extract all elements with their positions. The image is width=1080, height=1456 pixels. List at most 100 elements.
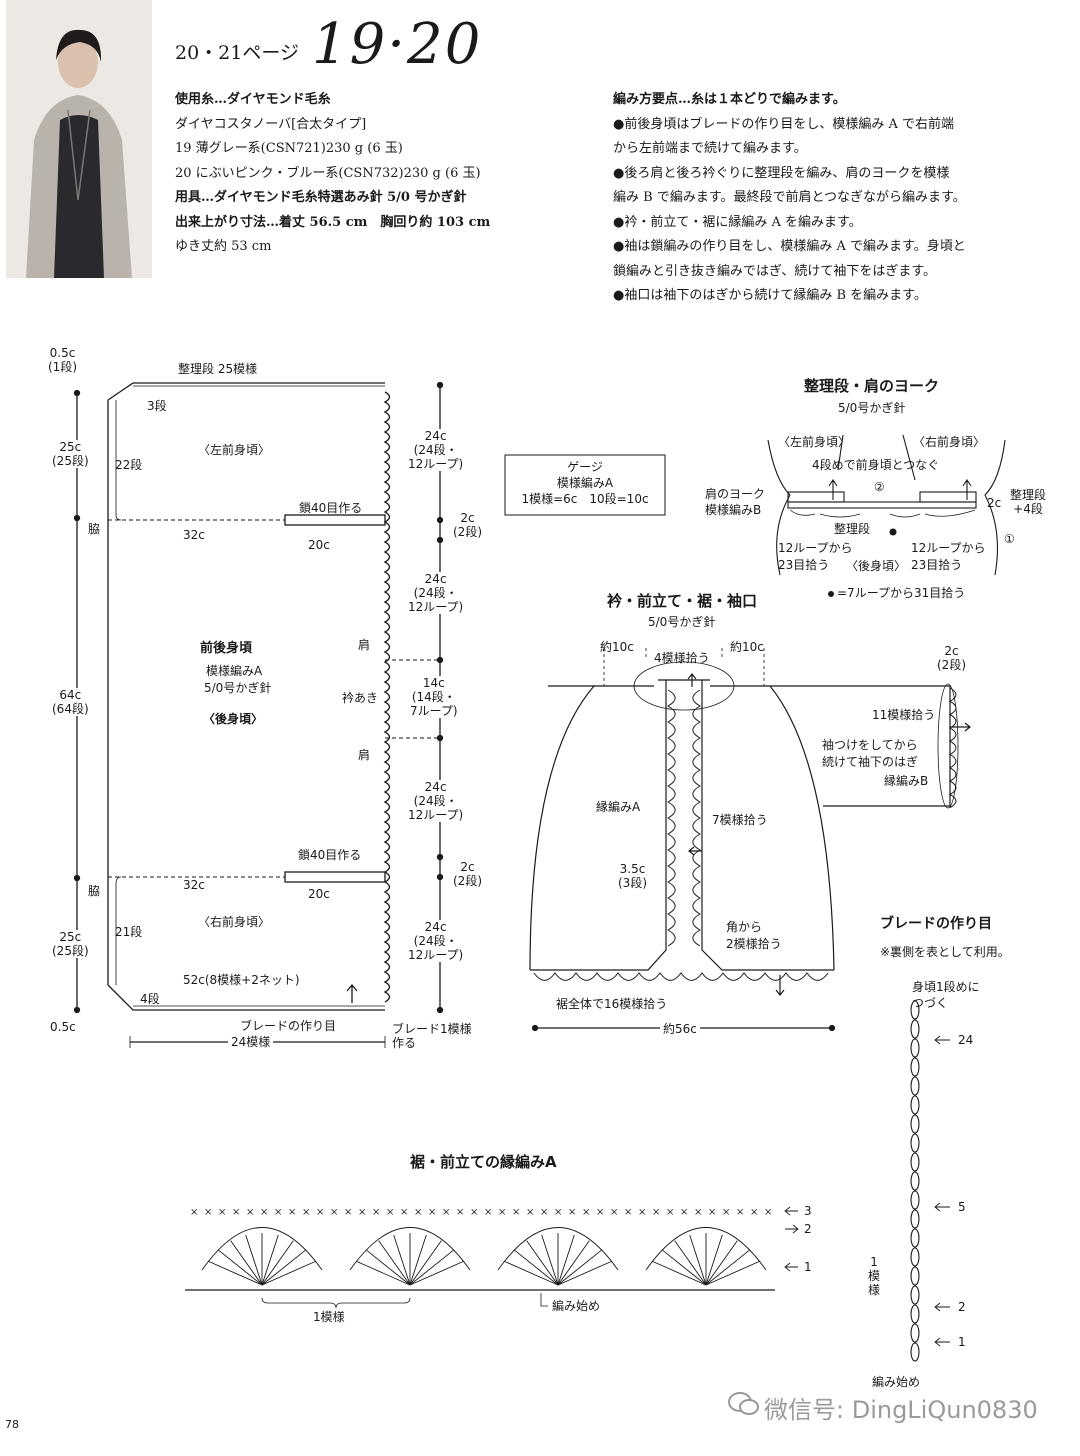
chart-stitch-x: × [484, 1207, 492, 1218]
chart-stitch [705, 1260, 760, 1286]
yoke-label: ② [874, 480, 885, 494]
model-photo [6, 0, 152, 278]
body-label: 脇 [88, 884, 101, 898]
chart-stitch-x: × [512, 1207, 520, 1218]
instruction-line: ●袖は鎖編みの作り目をし、模様編み A で編みます。身頃と [613, 239, 966, 254]
chart-stitch [705, 1234, 723, 1286]
chart-stitch-x: × [218, 1207, 226, 1218]
chart-stitch-x: × [386, 1207, 394, 1218]
braid-stitch [910, 1228, 920, 1248]
edging-label: 5/0号かぎ針 [648, 615, 716, 629]
braid-stitch [910, 1190, 920, 1210]
body-title: 前後身頃 [200, 641, 253, 656]
instruction-line: ●前後身頃はブレードの作り目をし、模様編み A で右前端 [613, 116, 954, 132]
instruction-line: ●袖口は袖下のはぎから続けて縁編み B を編みます。 [613, 288, 927, 303]
braid-stitch [910, 1209, 920, 1229]
chart-stitch-x: × [526, 1207, 534, 1218]
chart-stitch [557, 1234, 575, 1286]
edging-label: 4模様拾う [654, 651, 710, 665]
body-label: 32c [183, 528, 205, 542]
chart-stitch-x: × [288, 1207, 296, 1218]
chart-title: 裾・前立ての縁編みA [410, 1153, 557, 1171]
body-label: 32c [183, 878, 205, 892]
body-label: 4段 [140, 992, 160, 1006]
braid-title: ブレードの作り目 [880, 916, 992, 932]
row-dim: 2c(2段) [453, 511, 482, 539]
chart-stitch [409, 1260, 464, 1286]
chart-stitch-x: × [722, 1207, 730, 1218]
chart-stitch [557, 1240, 590, 1286]
chart-stitch-x: × [190, 1207, 198, 1218]
dim-label: 0.5c [50, 1020, 76, 1034]
chart-stitch-x: × [302, 1207, 310, 1218]
chart-stitch [689, 1234, 707, 1286]
chart-stitch [208, 1260, 263, 1286]
chart-stitch-x: × [456, 1207, 464, 1218]
chart-stitch [504, 1260, 559, 1286]
braid-row-number: 24 [958, 1033, 974, 1047]
row-dim: 2c(2段) [453, 860, 482, 888]
braid-stitch [910, 1342, 920, 1362]
chart-stitch [230, 1240, 263, 1286]
body-label: 5/0号かぎ針 [204, 681, 272, 695]
braid-note: ※裏側を表として利用。 [880, 945, 1010, 959]
edging-label: 袖つけをしてから続けて袖下のはぎ [822, 738, 919, 769]
braid-stitch [910, 1285, 920, 1305]
materials-line: 出来上がり寸法…着丈 56.5 cm 胸回り約 103 cm [175, 214, 491, 230]
row-dim: 24c(24段・12ループ) [408, 429, 464, 471]
body-label: 整理段 25模様 [178, 362, 258, 376]
edging-label: 2c(2段) [937, 644, 966, 672]
chart-stitch [261, 1234, 279, 1286]
body-label: 20c [308, 887, 330, 901]
chart-stitch-x: × [638, 1207, 646, 1218]
body-label: 52c(8模様+2ネット) [183, 973, 300, 987]
chart-arc [645, 1227, 767, 1271]
chart-stitch-x: × [260, 1207, 268, 1218]
body-label: 20c [308, 538, 330, 552]
braid-stitch [910, 1323, 920, 1343]
chart-stitch-x: × [652, 1207, 660, 1218]
instruction-line: から左前端まで続けて編みます。 [613, 141, 807, 156]
body-label: 21段 [115, 925, 143, 939]
chart-arc [349, 1227, 471, 1271]
chart-stitch [365, 1249, 411, 1286]
body-label: 模様編みA [206, 664, 263, 678]
dim-label: 25c(25段) [52, 930, 89, 958]
body-label: 〈左前身頃〉 [198, 443, 271, 457]
chart-stitch [409, 1249, 455, 1286]
row-dim: 24c(24段・12ループ) [408, 920, 464, 962]
chart-stitch-x: × [708, 1207, 716, 1218]
chart-stitch-x: × [246, 1207, 254, 1218]
chart-stitch [557, 1260, 612, 1286]
chart-stitch [261, 1240, 294, 1286]
braid-stitch [910, 1019, 920, 1039]
chart-stitch-x: × [610, 1207, 618, 1218]
braid-stitch [910, 1247, 920, 1267]
row-dim: 24c(24段・12ループ) [408, 572, 464, 614]
edging-label: 縁編みA [596, 800, 641, 814]
dim-label: 0.5c(1段) [48, 346, 77, 374]
yoke-label: 5/0号かぎ針 [838, 401, 906, 415]
braid-stitch [910, 1266, 920, 1286]
chart-stitch [674, 1240, 707, 1286]
page-reference: 20・21ページ [175, 42, 299, 64]
materials-line: 19 薄グレー系(CSN721)230 g (6 玉) [175, 141, 403, 156]
model-number: 19·20 [312, 12, 483, 77]
chart-stitch-x: × [372, 1207, 380, 1218]
chart-stitch [356, 1260, 411, 1286]
chart-stitch [557, 1249, 603, 1286]
watermark: 微信号: DingLiQun0830 [764, 1396, 1038, 1424]
chart-stitch [261, 1249, 307, 1286]
chart-stitch-x: × [680, 1207, 688, 1218]
chart-start-label: 編み始め [552, 1299, 601, 1313]
gauge-box [504, 454, 666, 516]
yoke-label: 〈左前身頃〉 [778, 435, 851, 449]
body-label: 衿あき [342, 691, 379, 705]
edging-label: 11模様拾う [872, 708, 936, 722]
body-label: 肩 [358, 748, 371, 762]
yoke-label: 4段めで前身頃とつなぐ [812, 458, 940, 472]
yoke-label: 整理段 [834, 522, 871, 536]
